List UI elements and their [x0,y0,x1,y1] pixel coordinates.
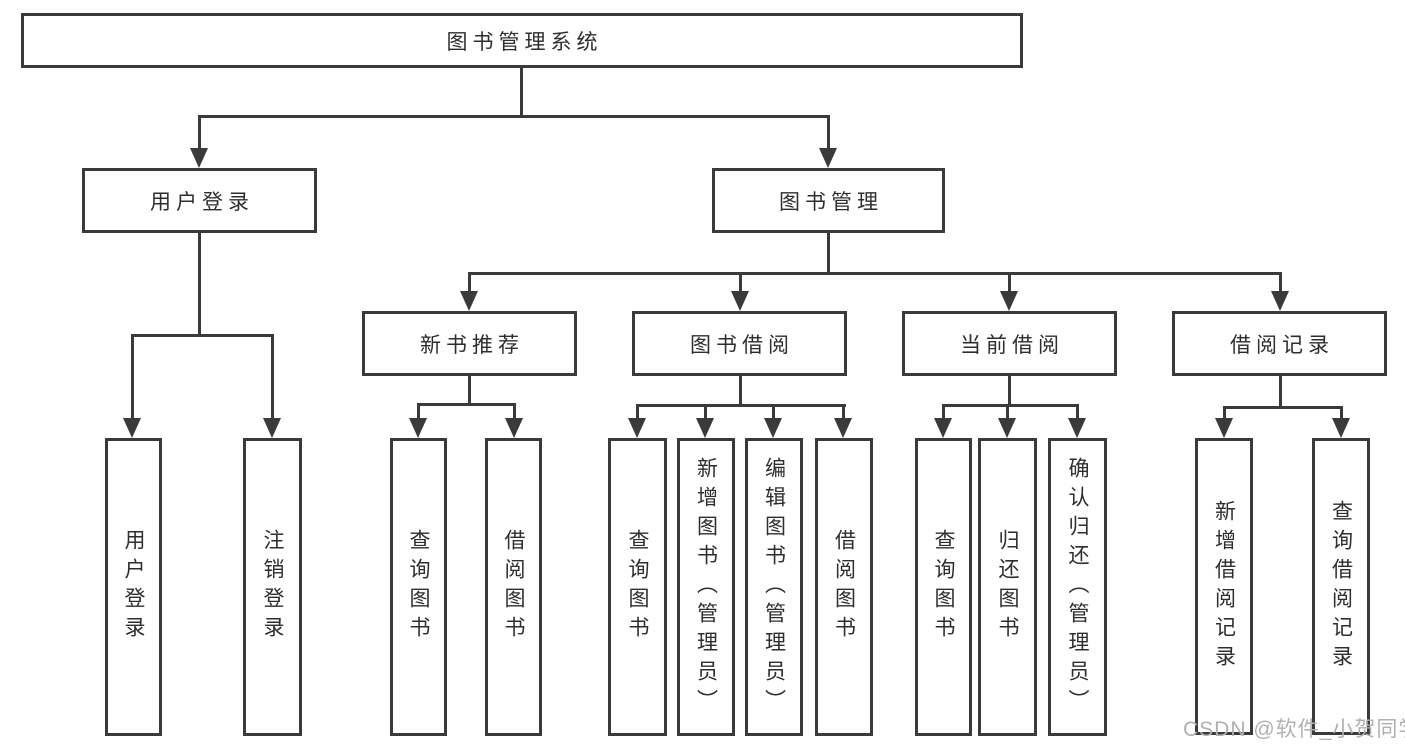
connector-leaf-stem [417,403,420,420]
leaf-borrow-books-new: 借阅图书 [485,438,542,736]
connector-book-mgmt-stem [827,115,830,151]
connector-leaf-stem [1340,406,1343,420]
arrow-down-icon [263,418,281,438]
node-borrowing-records: 借阅记录 [1172,311,1387,376]
node-label: 借阅记录 [1230,333,1334,357]
connector-leaf-stem [1223,406,1226,420]
node-library-management-system: 图书管理系统 [21,13,1023,68]
leaf-user-login: 用户登录 [105,438,162,736]
leaf-add-book-admin: 新增图书（管理员） [677,438,735,736]
node-book-management: 图书管理 [712,168,945,233]
leaf-label: 查询借阅记录 [1329,499,1353,674]
arrow-down-icon [764,418,782,438]
connector-leaf-stem [1076,404,1079,420]
connector-book-borrow-down [739,376,742,406]
arrow-down-icon [1332,418,1350,438]
arrow-down-icon [190,148,208,168]
leaf-label: 编辑图书（管理员） [762,456,786,718]
arrow-down-icon [505,418,523,438]
connector-root-stem [520,68,523,117]
connector-borrow-records-branch [1223,406,1343,409]
arrow-down-icon [1271,291,1289,311]
leaf-query-books-borrow: 查询图书 [608,438,667,736]
arrow-down-icon [834,418,852,438]
leaf-label: 确认归还（管理员） [1066,456,1089,718]
leaf-query-books-new: 查询图书 [390,438,447,736]
connector-level3-stem [468,272,471,293]
connector-leaf-stem [772,404,775,420]
connector-new-books-branch [417,403,516,406]
leaf-label: 查询图书 [626,529,649,645]
leaf-label: 注销登录 [261,529,284,645]
leaf-add-borrow-record: 新增借阅记录 [1195,438,1253,735]
leaf-label: 借阅图书 [832,529,856,645]
arrow-down-icon [1215,418,1233,438]
leaf-label: 借阅图书 [502,529,525,645]
connector-leaf-stem [131,334,134,420]
connector-book-mgmt-branch [468,272,1282,275]
connector-leaf-stem [513,403,516,420]
connector-user-login-branch [131,334,274,337]
arrow-down-icon [731,291,749,311]
connector-leaf-stem [636,404,639,420]
arrow-down-icon [1068,418,1086,438]
node-label: 图书管理系统 [446,30,603,54]
node-label: 用户登录 [150,190,254,214]
connector-level3-stem [1279,272,1282,293]
connector-level3-stem [739,272,742,293]
arrow-down-icon [819,148,837,168]
connector-borrow-records-down [1279,376,1282,408]
arrow-down-icon [998,418,1016,438]
connector-user-login-stem [198,115,201,151]
connector-book-borrow-branch [636,404,846,407]
leaf-borrow-books: 借阅图书 [815,438,873,736]
leaf-logout: 注销登录 [243,438,302,736]
connector-current-borrow-down [1008,376,1011,406]
arrow-down-icon [1000,291,1018,311]
leaf-label: 归还图书 [996,529,1019,645]
arrow-down-icon [460,291,478,311]
leaf-label: 新增借阅记录 [1212,499,1236,674]
leaf-label: 查询图书 [932,529,955,645]
leaf-label: 查询图书 [407,529,430,645]
node-new-book-recommendation: 新书推荐 [362,311,577,376]
leaf-confirm-return-admin: 确认归还（管理员） [1048,438,1107,736]
connector-current-borrow-branch [942,404,1079,407]
connector-leaf-stem [942,404,945,420]
node-current-borrowing: 当前借阅 [902,311,1117,376]
node-user-login: 用户登录 [82,168,317,233]
arrow-down-icon [696,418,714,438]
arrow-down-icon [628,418,646,438]
node-label: 当前借阅 [960,333,1064,357]
connector-leaf-stem [704,404,707,420]
node-label: 新书推荐 [420,333,524,357]
connector-level3-stem [1008,272,1011,293]
watermark-text: CSDN @软件_小贺同学 [1183,718,1405,741]
arrow-down-icon [409,418,427,438]
leaf-label: 用户登录 [122,529,145,645]
arrow-down-icon [123,418,141,438]
connector-leaf-stem [842,404,845,420]
arrow-down-icon [934,418,952,438]
leaf-edit-book-admin: 编辑图书（管理员） [745,438,803,736]
connector-leaf-stem [1006,404,1009,420]
leaf-query-borrow-record: 查询借阅记录 [1312,438,1370,735]
connector-new-books-down [468,376,471,406]
connector-user-login-down [198,233,201,337]
node-book-borrowing: 图书借阅 [632,311,847,376]
connector-book-mgmt-down [827,233,830,275]
connector-leaf-stem [271,334,274,420]
leaf-return-books: 归还图书 [978,438,1037,736]
node-label: 图书管理 [779,190,883,214]
connector-root-branch [198,115,830,118]
leaf-query-books-current: 查询图书 [915,438,972,736]
node-label: 图书借阅 [690,333,794,357]
leaf-label: 新增图书（管理员） [694,456,718,718]
